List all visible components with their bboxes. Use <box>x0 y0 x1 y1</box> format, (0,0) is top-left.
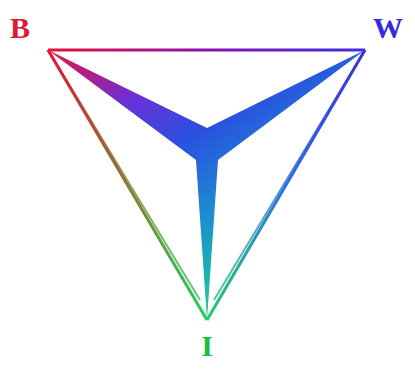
vertex-label: I <box>201 331 213 361</box>
inner-line <box>48 50 200 300</box>
triangle-edge <box>48 49 365 52</box>
inner-line <box>214 50 365 300</box>
vertex-label: B <box>10 13 30 43</box>
vertex-label: W <box>373 13 403 43</box>
inner-star <box>48 50 365 320</box>
